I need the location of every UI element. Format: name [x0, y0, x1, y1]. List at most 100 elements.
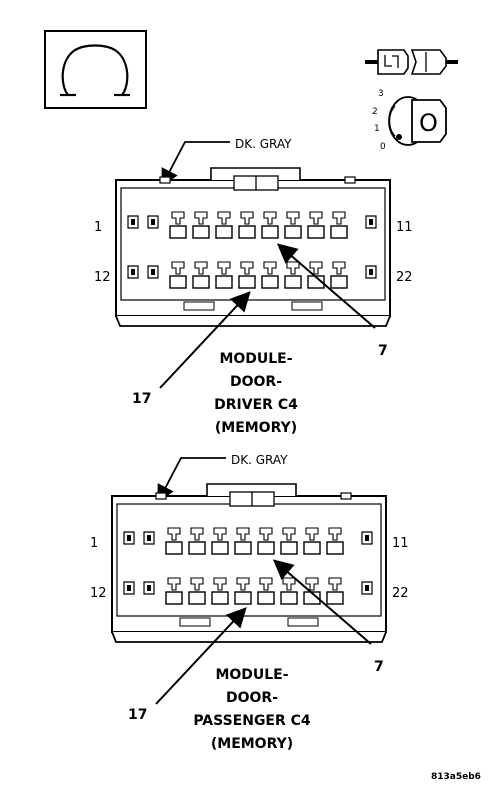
cavity-terminal — [169, 225, 187, 239]
cavity-terminal — [280, 541, 298, 555]
cavity-tab — [190, 527, 204, 541]
cavity-terminal — [238, 225, 256, 239]
cavity-tab — [309, 261, 323, 275]
callout-7-label: 7 — [374, 659, 384, 675]
cavity-tab — [236, 527, 250, 541]
cavity-terminal — [284, 225, 302, 239]
cavity-terminal — [169, 275, 187, 289]
cavity-terminal — [188, 541, 206, 555]
cavity-terminal — [280, 591, 298, 605]
cavity-tab — [190, 577, 204, 591]
cavity-terminal — [261, 225, 279, 239]
connector-title-line-4: (MEMORY) — [215, 420, 297, 436]
cavity-terminal — [326, 591, 344, 605]
connector-title-line-3: DRIVER C4 — [214, 397, 298, 413]
connector-title-line-3: PASSENGER C4 — [193, 713, 311, 729]
connector-title-line-2: DOOR- — [230, 374, 282, 390]
cavity-terminal — [303, 541, 321, 555]
cavity-terminal — [257, 591, 275, 605]
connector-title-line-2: DOOR- — [226, 690, 278, 706]
cavity-tab — [217, 261, 231, 275]
cavity-tab — [286, 211, 300, 225]
cavity-terminal — [188, 591, 206, 605]
cavity-terminal — [257, 541, 275, 555]
cavity-tab — [171, 261, 185, 275]
wire-color-leader — [157, 457, 226, 504]
cavity-terminal — [307, 225, 325, 239]
cavity-tab — [236, 577, 250, 591]
connector-housing — [115, 179, 391, 317]
ignition-position-0: 0 — [380, 142, 386, 152]
pin-label-top-left: 1 — [90, 536, 98, 551]
cavity-tab — [282, 577, 296, 591]
connector-skirt — [111, 631, 387, 643]
callout-17-label: 17 — [132, 391, 151, 407]
connector-title-line-4: (MEMORY) — [211, 736, 293, 752]
cavity-terminal — [215, 275, 233, 289]
cavity-tab — [328, 577, 342, 591]
cavity-tab — [309, 211, 323, 225]
cavity-tab — [332, 261, 346, 275]
wire-color-label: DK. GRAY — [235, 137, 292, 151]
ignition-position-1: 1 — [374, 124, 380, 134]
connector-title-line-1: MODULE- — [219, 351, 292, 367]
pin-label-top-right: 11 — [392, 536, 409, 551]
cavity-tab — [286, 261, 300, 275]
cavity-tab — [305, 577, 319, 591]
ignition-key-icon: 3 2 1 0 O — [372, 89, 447, 152]
callout-17-leader — [159, 291, 251, 389]
cavity-terminal — [238, 275, 256, 289]
cavity-terminal — [215, 225, 233, 239]
connector-skirt — [115, 315, 391, 327]
pin-label-bottom-right: 22 — [392, 586, 409, 601]
callout-7-label: 7 — [378, 343, 388, 359]
ignition-key-glyph: O — [419, 109, 438, 137]
cavity-tab — [213, 577, 227, 591]
pin-label-top-right: 11 — [396, 220, 413, 235]
cavity-terminal — [234, 591, 252, 605]
pin-label-top-left: 1 — [94, 220, 102, 235]
cavity-terminal — [330, 225, 348, 239]
callout-17-leader — [155, 607, 247, 705]
cavity-terminal — [192, 225, 210, 239]
cavity-tab — [194, 211, 208, 225]
cavity-tab — [240, 211, 254, 225]
wire-color-label: DK. GRAY — [231, 453, 288, 467]
cavity-terminal — [261, 275, 279, 289]
cavity-terminal — [165, 591, 183, 605]
cavity-tab — [263, 211, 277, 225]
cavity-terminal — [211, 541, 229, 555]
cavity-terminal — [234, 541, 252, 555]
cavity-tab — [217, 211, 231, 225]
cavity-tab — [328, 527, 342, 541]
callout-7-leader — [272, 559, 372, 645]
pin-label-bottom-right: 22 — [396, 270, 413, 285]
ignition-position-3: 3 — [378, 89, 384, 99]
cavity-tab — [263, 261, 277, 275]
cavity-terminal — [192, 275, 210, 289]
cavity-tab — [194, 261, 208, 275]
connector-housing — [111, 495, 387, 633]
cavity-tab — [259, 577, 273, 591]
fuse-icon — [365, 49, 458, 75]
ignition-position-2: 2 — [372, 107, 378, 117]
cavity-tab — [171, 211, 185, 225]
cavity-terminal — [330, 275, 348, 289]
cavity-tab — [305, 527, 319, 541]
cavity-terminal — [326, 541, 344, 555]
figure-id: 813a5eb6 — [431, 772, 481, 782]
callout-17-label: 17 — [128, 707, 147, 723]
cavity-tab — [259, 527, 273, 541]
cavity-tab — [282, 527, 296, 541]
pin-label-bottom-left: 12 — [94, 270, 111, 285]
cavity-terminal — [211, 591, 229, 605]
callout-7-leader — [276, 243, 376, 329]
cavity-tab — [167, 577, 181, 591]
cavity-terminal — [284, 275, 302, 289]
omega-symbol-icon — [44, 30, 147, 109]
connector-title-line-1: MODULE- — [215, 667, 288, 683]
cavity-tab — [332, 211, 346, 225]
cavity-tab — [167, 527, 181, 541]
